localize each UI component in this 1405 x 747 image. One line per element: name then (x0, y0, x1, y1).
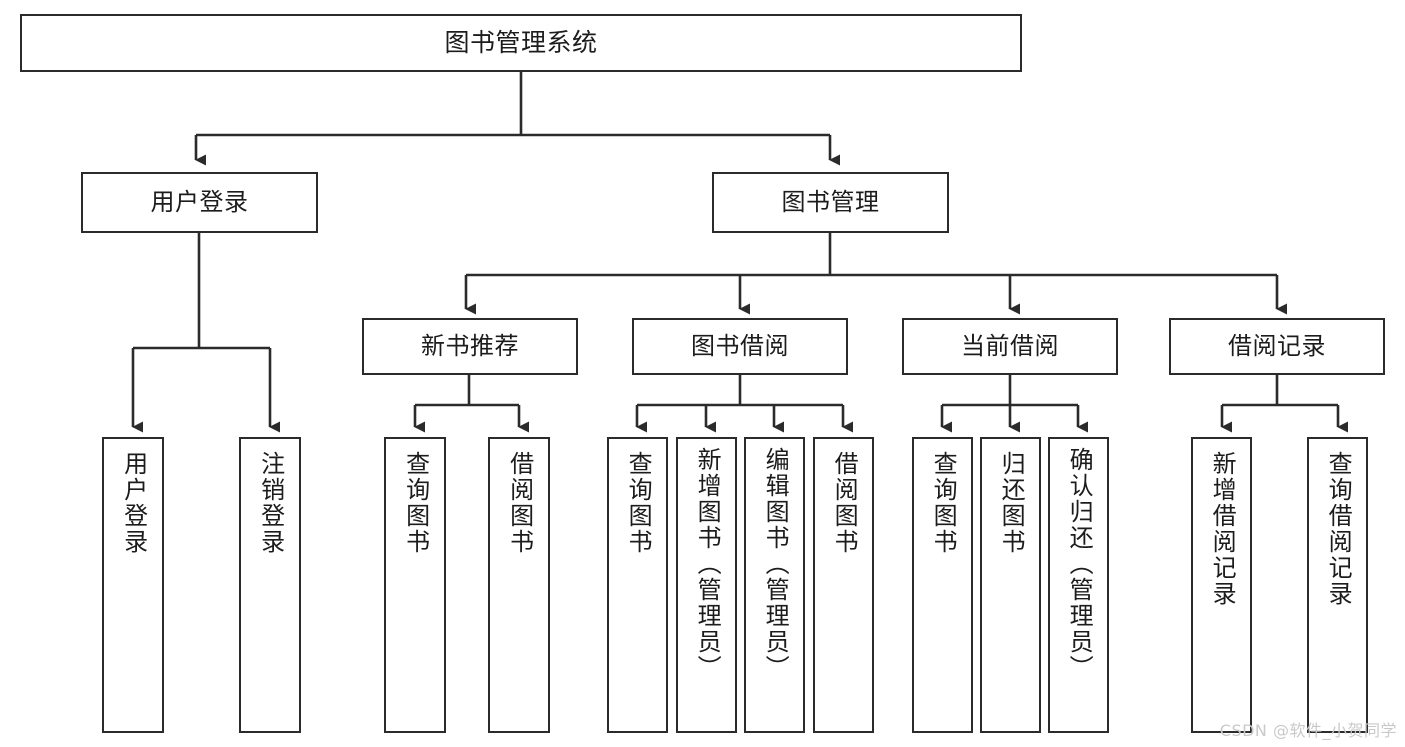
leaf-query-book-1-label: 查询图书 (401, 451, 430, 555)
leaf-logout[interactable]: 注销登录 (239, 437, 301, 733)
leaf-user-login-label: 用户登录 (119, 451, 148, 555)
node-current-borrow[interactable]: 当前借阅 (902, 318, 1118, 375)
leaf-query-book-2-label: 查询图书 (624, 451, 653, 555)
leaf-borrow-book-2-label: 借阅图书 (830, 451, 859, 555)
node-book-manage[interactable]: 图书管理 (712, 172, 949, 233)
leaf-edit-book-label: 编辑图书（管理员） (761, 447, 790, 681)
node-new-book-recommend[interactable]: 新书推荐 (362, 318, 578, 375)
csdn-watermark: CSDN @软件_小贺同学 (1219, 721, 1397, 740)
leaf-confirm-return[interactable]: 确认归还（管理员） (1048, 437, 1109, 733)
node-borrow-record[interactable]: 借阅记录 (1169, 318, 1385, 375)
node-book-manage-label: 图书管理 (781, 188, 880, 217)
leaf-logout-label: 注销登录 (256, 451, 285, 555)
node-root-system[interactable]: 图书管理系统 (20, 14, 1022, 72)
leaf-return-book[interactable]: 归还图书 (980, 437, 1041, 733)
leaf-confirm-return-label: 确认归还（管理员） (1065, 447, 1094, 681)
leaf-borrow-book-1-label: 借阅图书 (505, 451, 534, 555)
node-borrow-record-label: 借阅记录 (1228, 332, 1326, 361)
node-book-borrow-label: 图书借阅 (691, 332, 789, 361)
leaf-add-book-label: 新增图书（管理员） (693, 447, 722, 681)
leaf-query-book-3[interactable]: 查询图书 (912, 437, 973, 733)
leaf-query-book-3-label: 查询图书 (929, 451, 958, 555)
node-new-book-recommend-label: 新书推荐 (421, 332, 519, 361)
leaf-return-book-label: 归还图书 (997, 451, 1026, 555)
leaf-query-record[interactable]: 查询借阅记录 (1307, 437, 1368, 733)
leaf-user-login[interactable]: 用户登录 (102, 437, 164, 733)
leaf-borrow-book-1[interactable]: 借阅图书 (488, 437, 550, 733)
leaf-edit-book[interactable]: 编辑图书（管理员） (744, 437, 805, 733)
node-user-login-label: 用户登录 (150, 188, 249, 217)
node-root-system-label: 图书管理系统 (444, 28, 598, 58)
leaf-query-book-1[interactable]: 查询图书 (384, 437, 446, 733)
leaf-query-record-label: 查询借阅记录 (1324, 451, 1353, 607)
leaf-add-record-label: 新增借阅记录 (1208, 451, 1237, 607)
node-book-borrow[interactable]: 图书借阅 (632, 318, 848, 375)
leaf-borrow-book-2[interactable]: 借阅图书 (813, 437, 874, 733)
node-current-borrow-label: 当前借阅 (961, 332, 1059, 361)
leaf-add-record[interactable]: 新增借阅记录 (1191, 437, 1252, 733)
leaf-query-book-2[interactable]: 查询图书 (607, 437, 668, 733)
leaf-add-book[interactable]: 新增图书（管理员） (676, 437, 737, 733)
node-user-login[interactable]: 用户登录 (81, 172, 318, 233)
